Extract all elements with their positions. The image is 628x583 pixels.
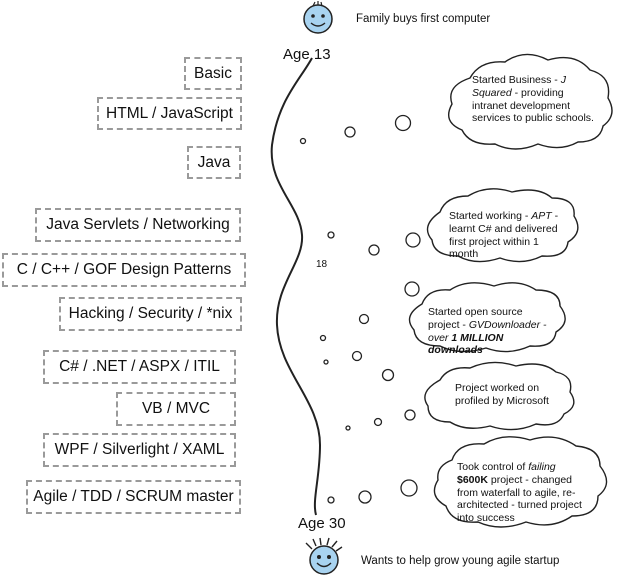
skill-box: C / C++ / GOF Design Patterns [2, 253, 246, 287]
cloud-2 [426, 188, 579, 263]
skill-box: Basic [184, 57, 242, 90]
age-end-label: Age 30 [298, 515, 346, 532]
cloud-3 [408, 282, 566, 353]
skill-box: Agile / TDD / SCRUM master [26, 480, 241, 514]
skill-box: Hacking / Security / *nix [59, 297, 242, 331]
skill-box: VB / MVC [116, 392, 236, 426]
skill-box: HTML / JavaScript [97, 97, 242, 130]
milestone-5: Took control of failing $600K project - … [457, 461, 582, 525]
milestone-1: Started Business - J Squared - providing… [472, 74, 594, 125]
skill-box: Java Servlets / Networking [35, 208, 241, 242]
face-top-icon [303, 1, 333, 34]
cloud-1 [448, 53, 613, 150]
age-mid-label: 18 [316, 259, 328, 270]
bottom-caption: Wants to help grow young agile startup [361, 555, 560, 567]
milestone-3: Started open source project - GVDownload… [428, 306, 547, 357]
timeline-line [270, 57, 322, 516]
milestone-4: Project worked on profiled by Microsoft [455, 382, 549, 407]
thought-bubbles [299, 114, 421, 504]
skill-box: C# / .NET / ASPX / ITIL [43, 350, 236, 384]
age-start-label: Age 13 [283, 46, 331, 63]
top-caption: Family buys first computer [356, 13, 491, 25]
face-bottom-icon [305, 537, 343, 575]
milestone-2: Started working - APT - learnt C# and de… [449, 210, 559, 261]
cloud-5 [433, 436, 608, 528]
clouds [408, 53, 613, 528]
skill-box: WPF / Silverlight / XAML [43, 433, 236, 467]
skill-box: Java [187, 146, 241, 179]
cloud-4 [424, 361, 575, 431]
